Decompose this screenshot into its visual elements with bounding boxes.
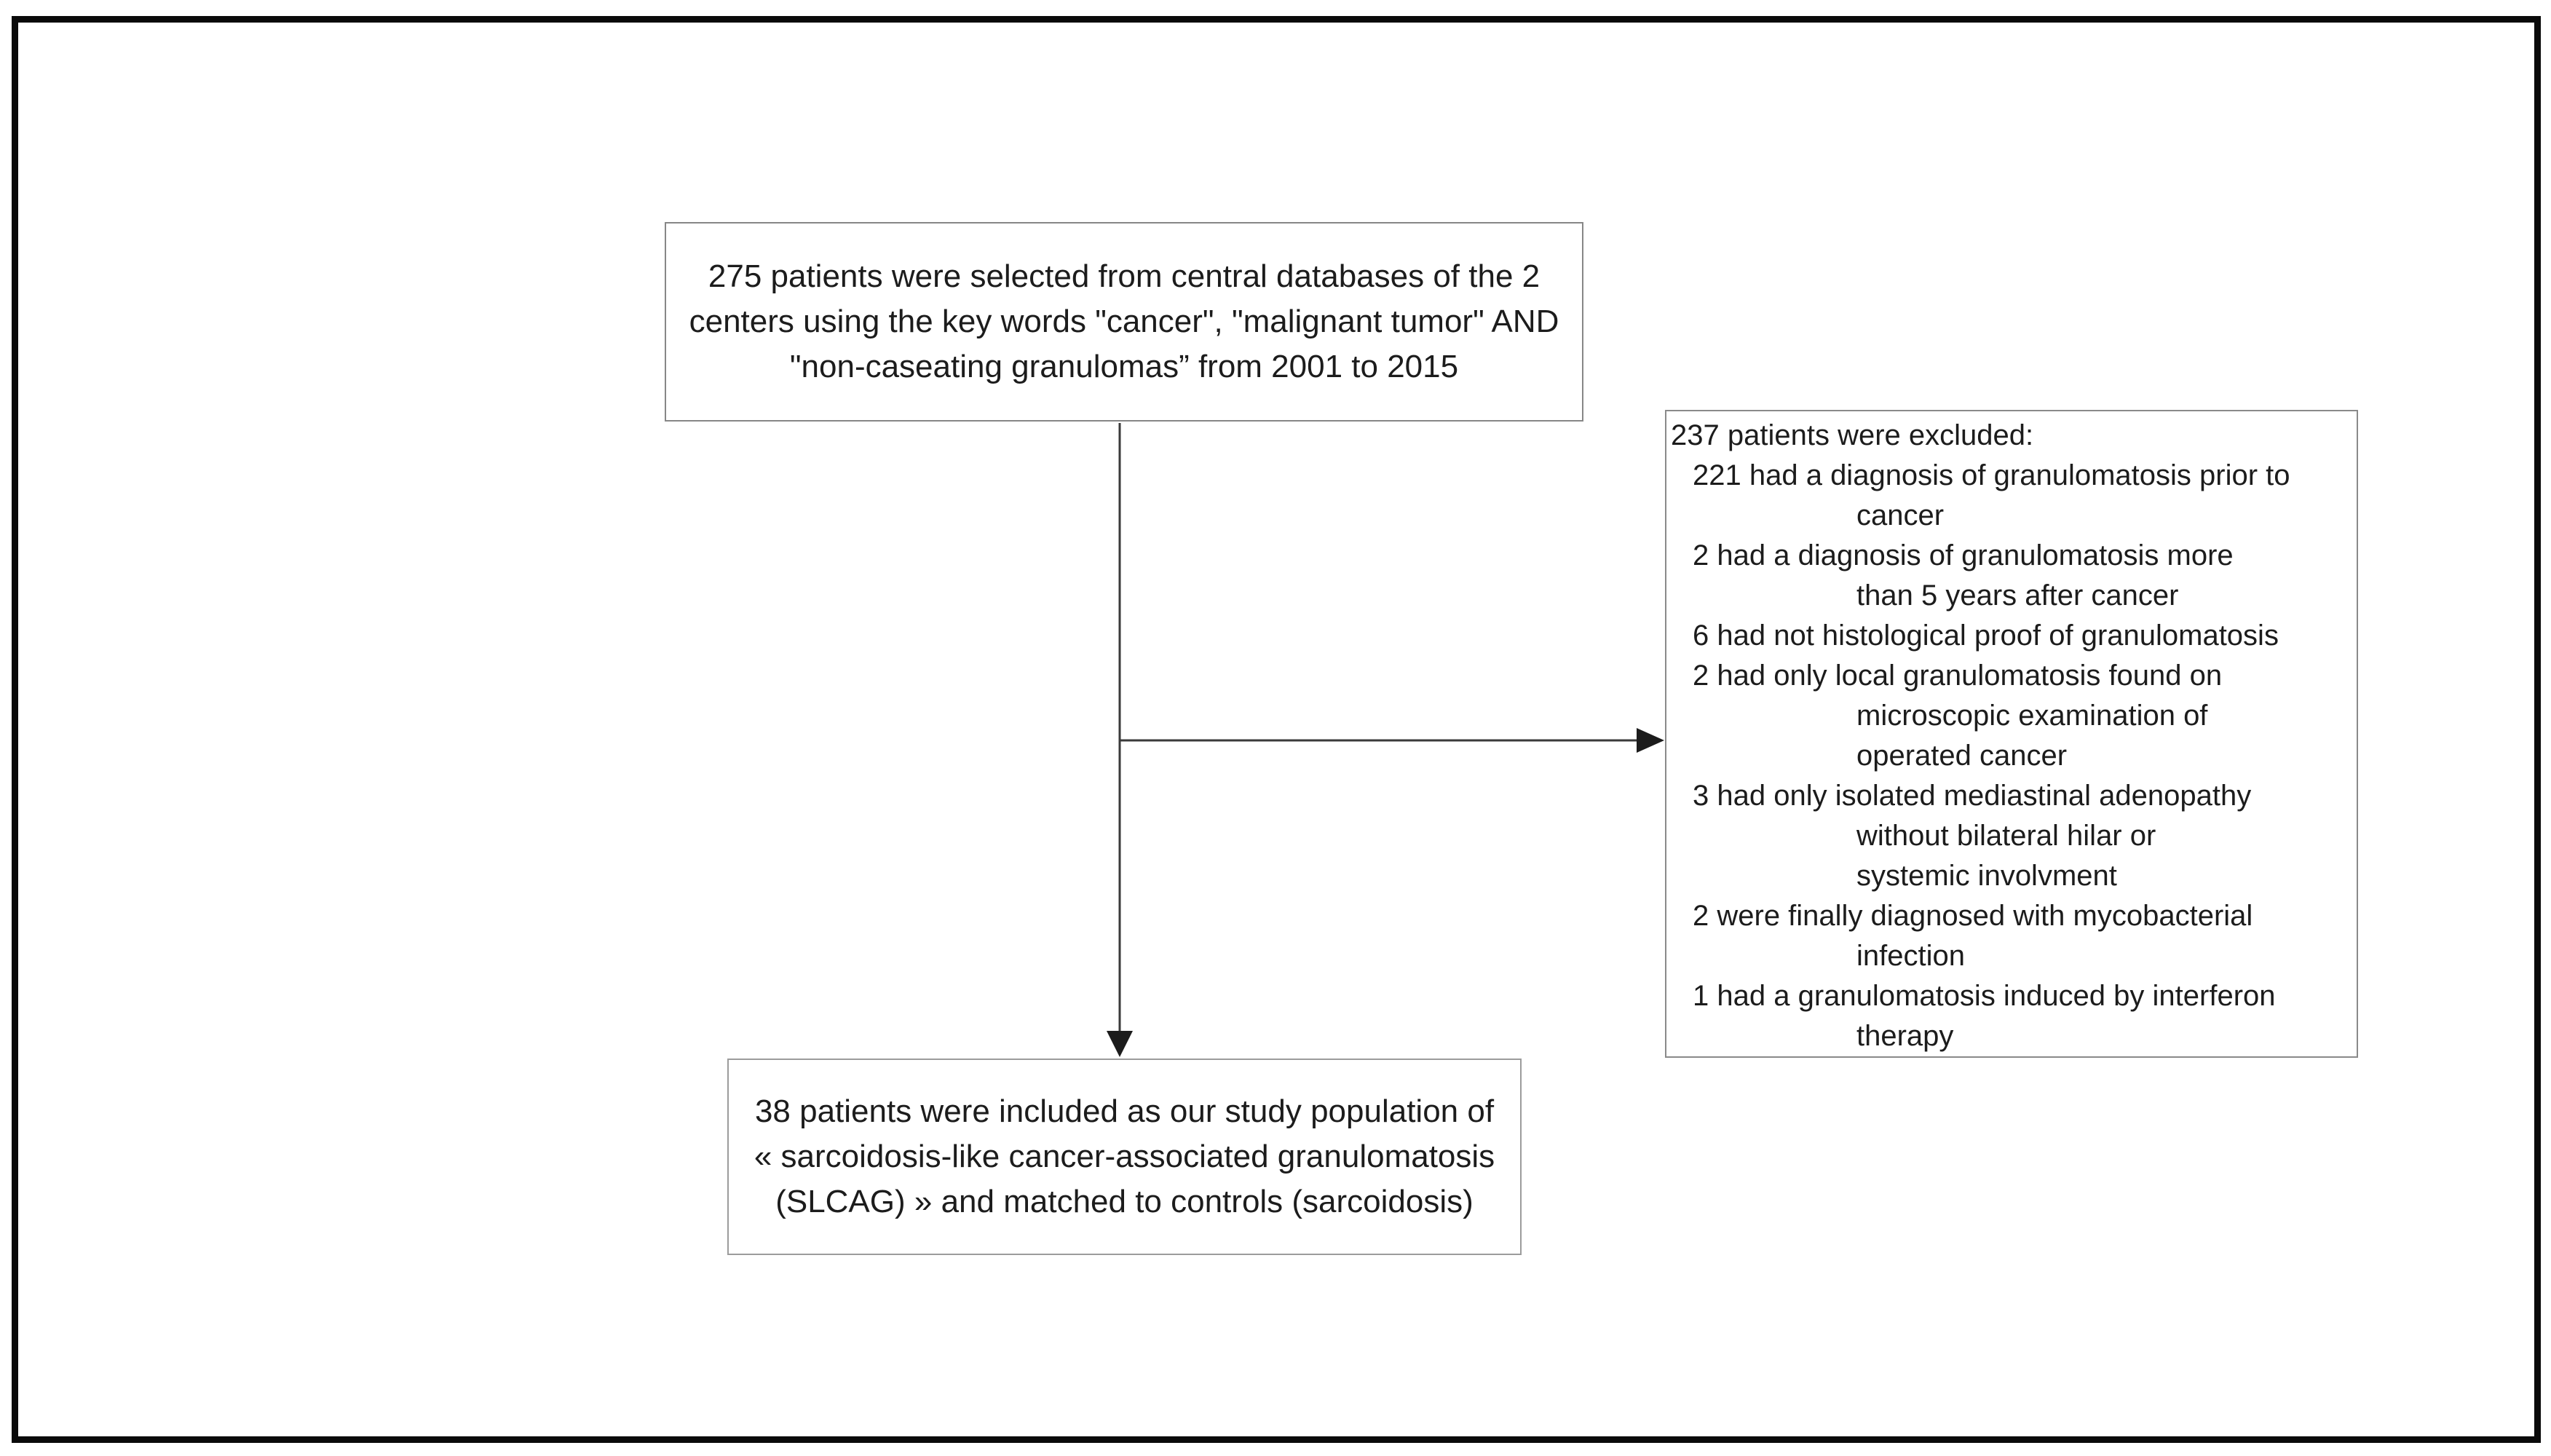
exclusion-reason-line: 3 had only isolated mediastinal adenopat… bbox=[1693, 780, 2252, 812]
exclusion-reason-line: without bilateral hilar or bbox=[1856, 820, 2156, 852]
exclusion-reason-line: 221 had a diagnosis of granulomatosis pr… bbox=[1693, 459, 2290, 491]
included-patients-line: (SLCAG) » and matched to controls (sarco… bbox=[775, 1184, 1474, 1219]
exclusion-reason-line: 2 had only local granulomatosis found on bbox=[1693, 660, 2223, 692]
exclusion-reason-line: than 5 years after cancer bbox=[1856, 579, 2179, 612]
exclusion-reason-line: 1 had a granulomatosis induced by interf… bbox=[1693, 980, 2276, 1012]
excluded-patients-box: 237 patients were excluded: 221 had a di… bbox=[1665, 410, 2358, 1058]
exclusion-reason-line: systemic involvment bbox=[1856, 860, 2117, 892]
exclusion-reason-line: therapy bbox=[1856, 1020, 1954, 1052]
selected-patients-line: "non-caseating granulomas” from 2001 to … bbox=[789, 349, 1459, 384]
exclusion-reason-line: operated cancer bbox=[1856, 740, 2068, 772]
included-patients-box: 38 patients were included as our study p… bbox=[727, 1059, 1522, 1255]
selected-patients-box: 275 patients were selected from central … bbox=[665, 222, 1583, 422]
diagram-frame bbox=[12, 16, 2541, 1443]
exclusion-reason-line: 6 had not histological proof of granulom… bbox=[1693, 620, 2279, 652]
included-patients-line: « sarcoidosis-like cancer-associated gra… bbox=[754, 1139, 1495, 1174]
exclusion-reason-line: microscopic examination of bbox=[1856, 700, 2208, 732]
included-patients-line: 38 patients were included as our study p… bbox=[754, 1093, 1495, 1129]
exclusion-reason-line: 2 had a diagnosis of granulomatosis more bbox=[1693, 539, 2234, 571]
exclusion-reason-line: cancer bbox=[1856, 499, 1945, 531]
excluded-header: 237 patients were excluded: bbox=[1671, 419, 2034, 451]
selected-patients-line: 275 patients were selected from central … bbox=[708, 258, 1541, 294]
exclusion-reason-line: 2 were finally diagnosed with mycobacter… bbox=[1693, 900, 2253, 932]
exclusion-reason-line: infection bbox=[1856, 940, 1965, 972]
selected-patients-line: centers using the key words "cancer", "m… bbox=[689, 304, 1559, 339]
